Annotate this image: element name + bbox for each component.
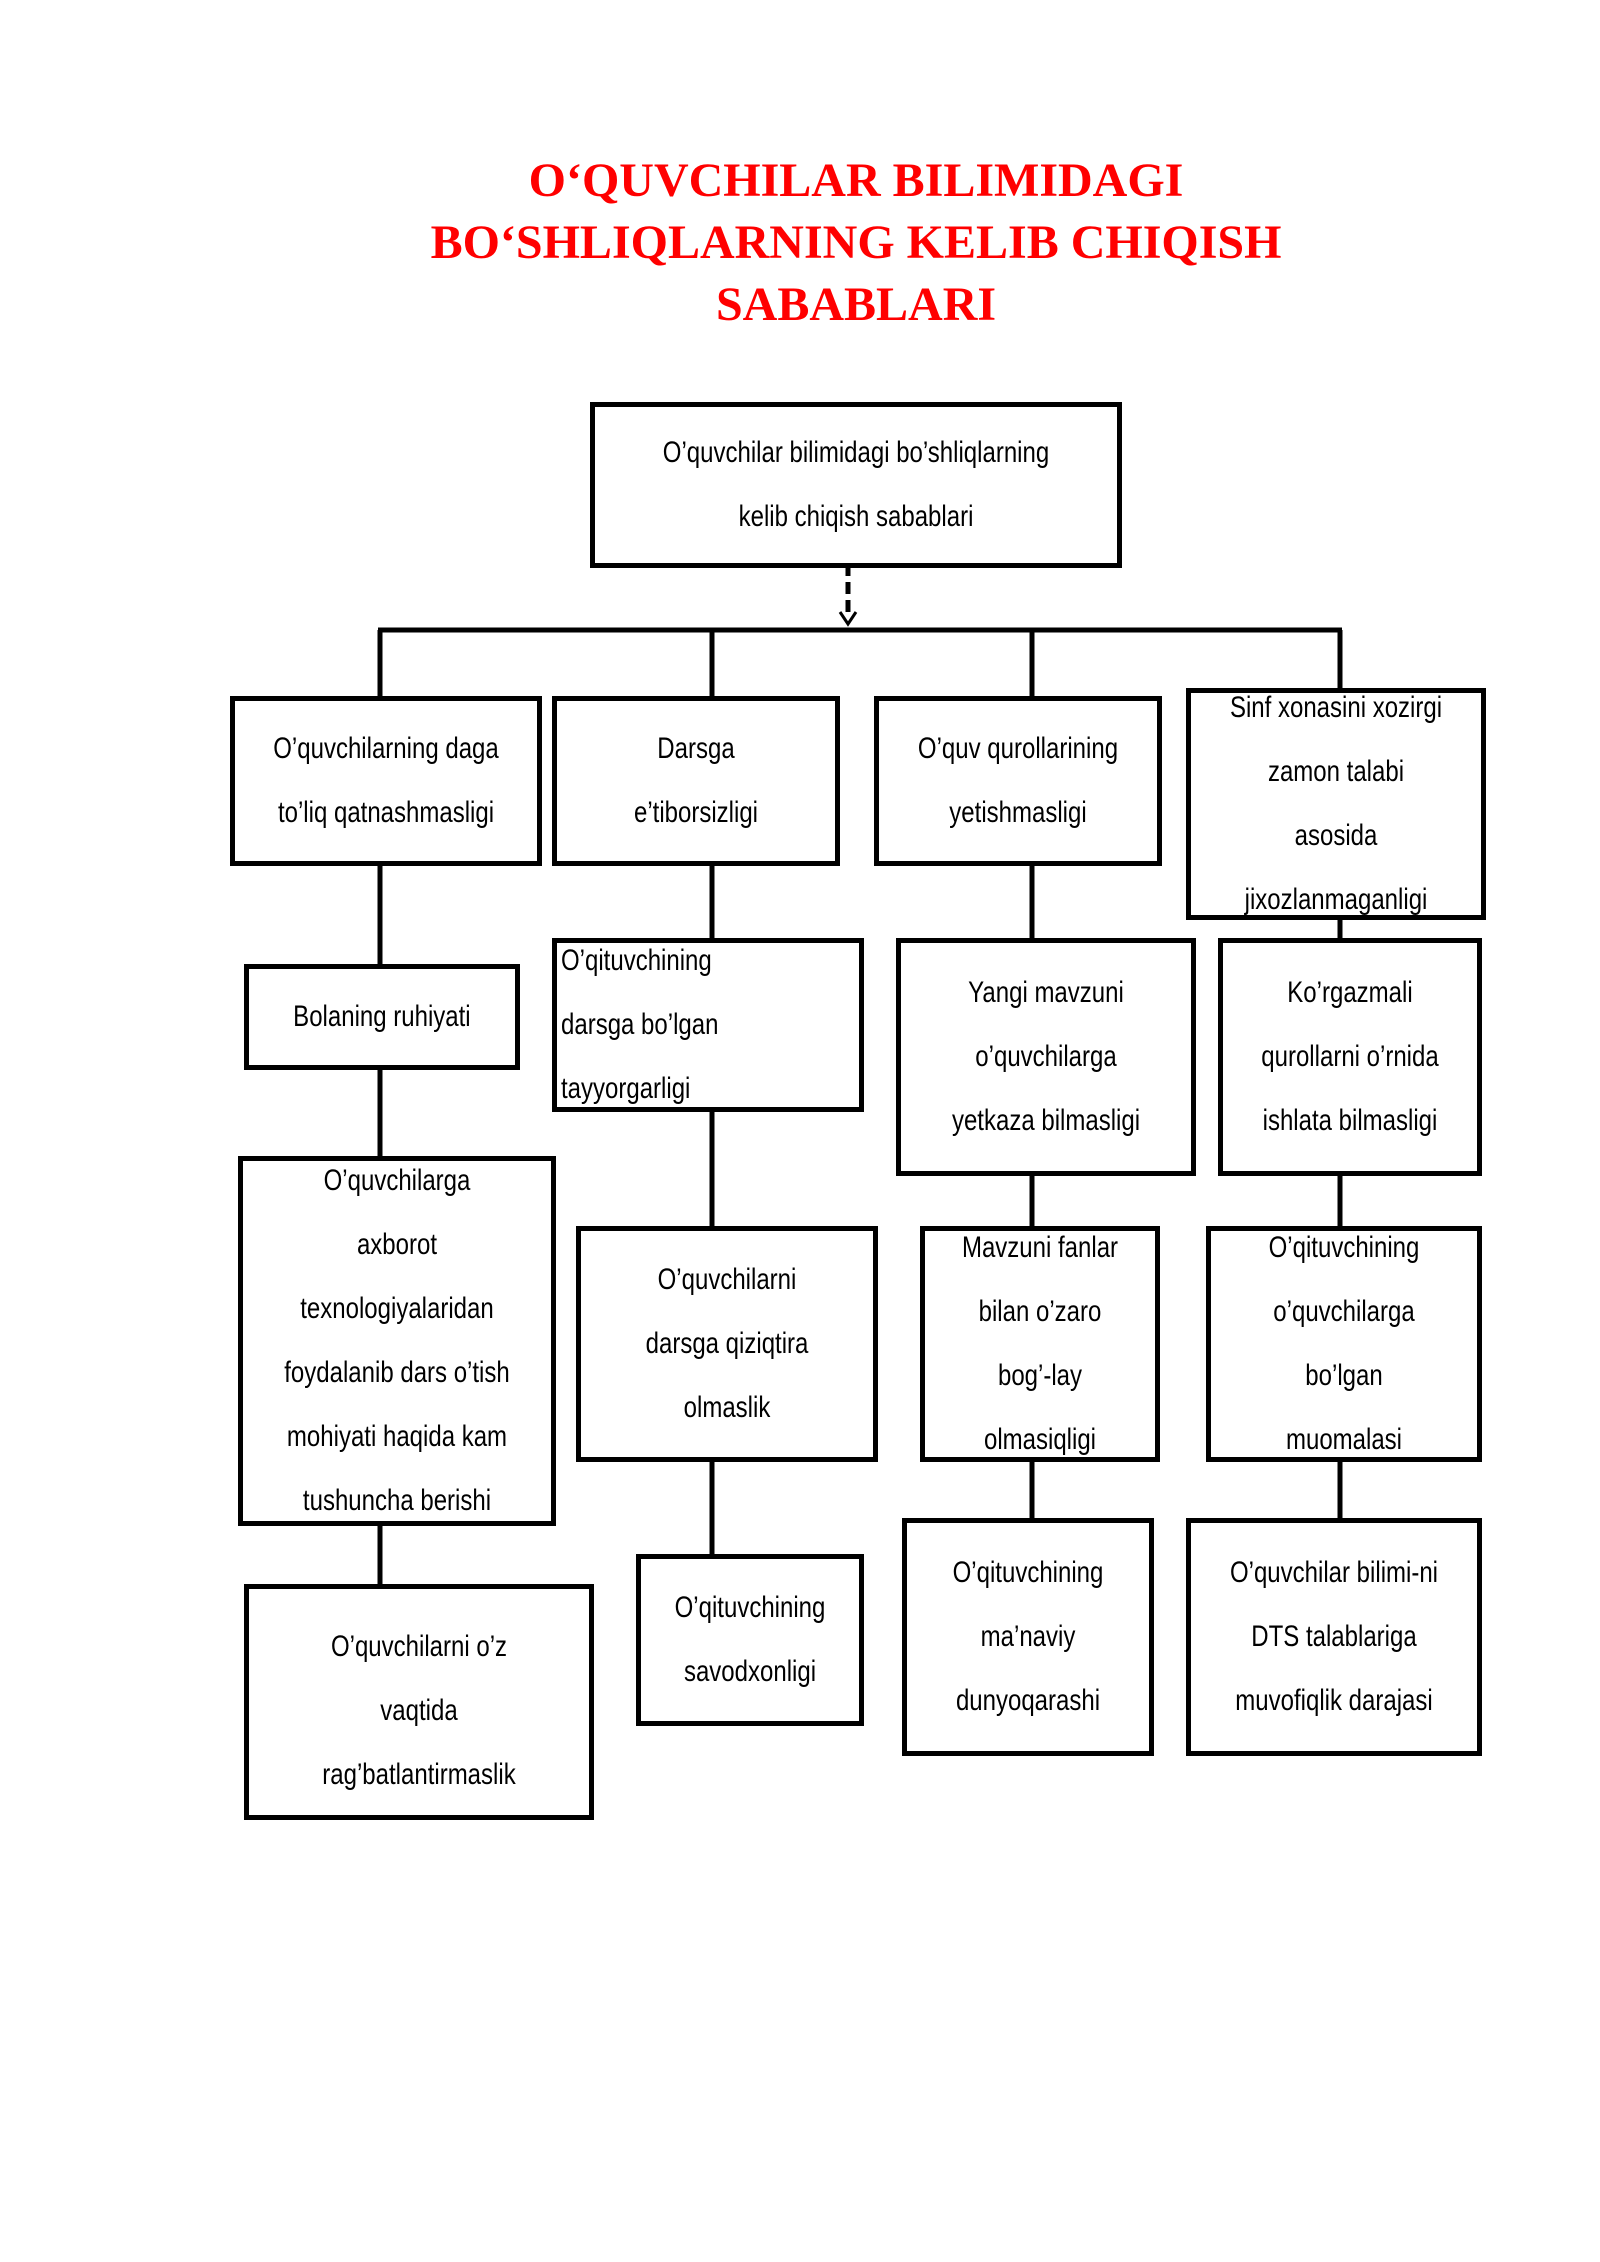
col2-box-4: O’qituvchining savodxonligi <box>636 1554 864 1726</box>
col3-box-4: O’qituvchining ma’naviy dunyoqarashi <box>902 1518 1154 1756</box>
col3-box-2: Yangi mavzuni o’quvchilarga yetkaza bilm… <box>896 938 1196 1176</box>
col2-box-2: O’qituvchining darsga bo’lgan tayyorgarl… <box>552 938 864 1112</box>
page-title: O‘QUVCHILAR BILIMIDAGI BO‘SHLIQLARNING K… <box>0 150 1600 336</box>
title-line-3: SABABLARI <box>715 278 997 331</box>
col2-box-3: O’quvchilarni darsga qiziqtira olmaslik <box>576 1226 878 1462</box>
col4-box-3: O’qituvchining o’quvchilarga bo’lgan muo… <box>1206 1226 1482 1462</box>
col2-box-1: Darsga e’tiborsizligi <box>552 696 840 866</box>
col1-box-1: O’quvchilarning daga to’liq qatnashmasli… <box>230 696 542 866</box>
col3-box-1: O’quv qurollarining yetishmasligi <box>874 696 1162 866</box>
col1-box-3: O’quvchilarga axborot texnologiyalaridan… <box>238 1156 556 1526</box>
root-label: O’quvchilar bilimidagi bo’shliqlarning k… <box>662 436 1050 533</box>
col1-box-4: O’quvchilarni o’z vaqtida rag’batlantirm… <box>244 1584 594 1820</box>
title-line-2: BO‘SHLIQLARNING KELIB CHIQISH <box>430 216 1282 269</box>
col4-box-2: Ko’rgazmali qurollarni o’rnida ishlata b… <box>1218 938 1482 1176</box>
col3-box-3: Mavzuni fanlar bilan o’zaro bog’-lay olm… <box>920 1226 1160 1462</box>
col1-box-2: Bolaning ruhiyati <box>244 964 520 1070</box>
title-line-1: O‘QUVCHILAR BILIMIDAGI <box>528 154 1184 207</box>
col4-box-4: O’quvchilar bilimi-ni DTS talablariga mu… <box>1186 1518 1482 1756</box>
root-box: O’quvchilar bilimidagi bo’shliqlarning k… <box>590 402 1122 568</box>
arrow-head-icon <box>838 611 858 627</box>
col4-box-1: Sinf xonasini xozirgi zamon talabi asosi… <box>1186 688 1486 920</box>
